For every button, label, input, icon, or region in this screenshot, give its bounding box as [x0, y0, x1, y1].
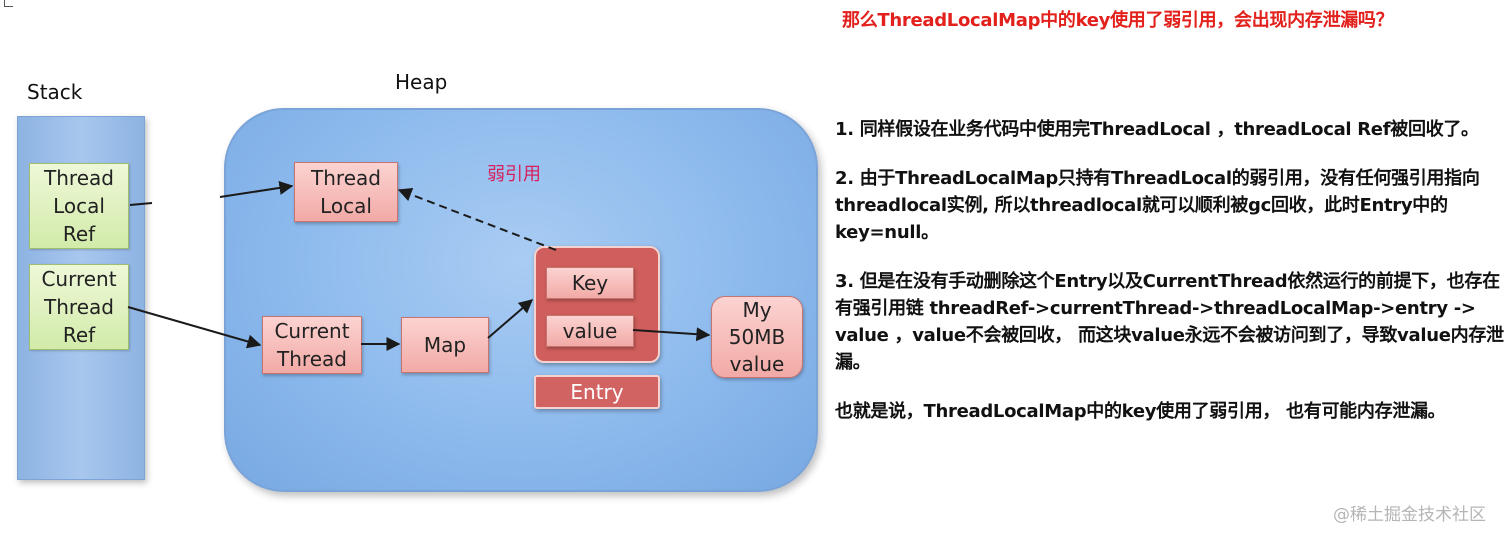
key-label: Key — [571, 271, 609, 295]
my-50mb-value-box: My 50MB value — [711, 296, 803, 378]
question-title: 那么ThreadLocalMap中的key使用了弱引用，会出现内存泄漏吗？ — [842, 10, 1394, 31]
heap-title: Heap — [395, 70, 448, 94]
thread-local-box: Thread Local — [294, 162, 398, 222]
my-value-line-3: value — [729, 351, 785, 376]
thread-local-ref-line-3: Ref — [62, 222, 96, 246]
current-thread-ref-line-2: Thread — [44, 295, 114, 319]
current-thread-box: Current Thread — [262, 316, 362, 374]
current-thread-ref-line-1: Current — [41, 267, 117, 291]
my-value-line-2: 50MB — [728, 324, 786, 349]
current-thread-line-1: Current — [274, 319, 350, 343]
current-thread-line-2: Thread — [277, 347, 347, 371]
entry-label-box: Entry — [534, 375, 660, 409]
key-box: Key — [546, 267, 634, 299]
explanation-summary: 也就是说，ThreadLocalMap中的key使用了弱引用， 也有可能内存泄漏… — [835, 401, 1446, 422]
stack-title: Stack — [27, 80, 83, 104]
explanation-point-1: 1. 同样假设在业务代码中使用完ThreadLocal ，threadLocal… — [835, 119, 1479, 140]
value-label: value — [562, 319, 618, 343]
weak-reference-label: 弱引用 — [487, 164, 541, 185]
explanation-panel: 1. 同样假设在业务代码中使用完ThreadLocal ，threadLocal… — [835, 116, 1510, 447]
arrow-to-thread-local — [219, 180, 294, 198]
my-value-line-1: My — [742, 297, 772, 322]
thread-local-ref-line-1: Thread — [44, 166, 114, 190]
arrow-ref-to-current-thread — [127, 306, 262, 349]
arrow-map-to-entry — [487, 299, 534, 339]
map-box: Map — [401, 317, 489, 373]
arrow-weak-reference — [397, 187, 557, 251]
current-thread-ref-box: Current Thread Ref — [29, 264, 129, 350]
thread-local-line-1: Thread — [311, 166, 381, 190]
thread-local-ref-line-2: Local — [53, 194, 105, 218]
explanation-point-3: 3. 但是在没有手动删除这个Entry以及CurrentThread依然运行的前… — [835, 271, 1504, 373]
corner-mark — [4, 0, 13, 7]
watermark: @稀土掘金技术社区 — [1333, 505, 1486, 525]
value-box: value — [546, 315, 634, 347]
current-thread-ref-line-3: Ref — [62, 323, 96, 347]
thread-local-ref-box: Thread Local Ref — [29, 163, 129, 249]
arrow-value-to-my-value — [632, 327, 711, 342]
explanation-point-2: 2. 由于ThreadLocalMap只持有ThreadLocal的弱引用，没有… — [835, 168, 1480, 243]
thread-local-line-2: Local — [320, 194, 372, 218]
arrow-stub-thread-local-ref — [129, 202, 153, 206]
map-label: Map — [423, 333, 467, 357]
